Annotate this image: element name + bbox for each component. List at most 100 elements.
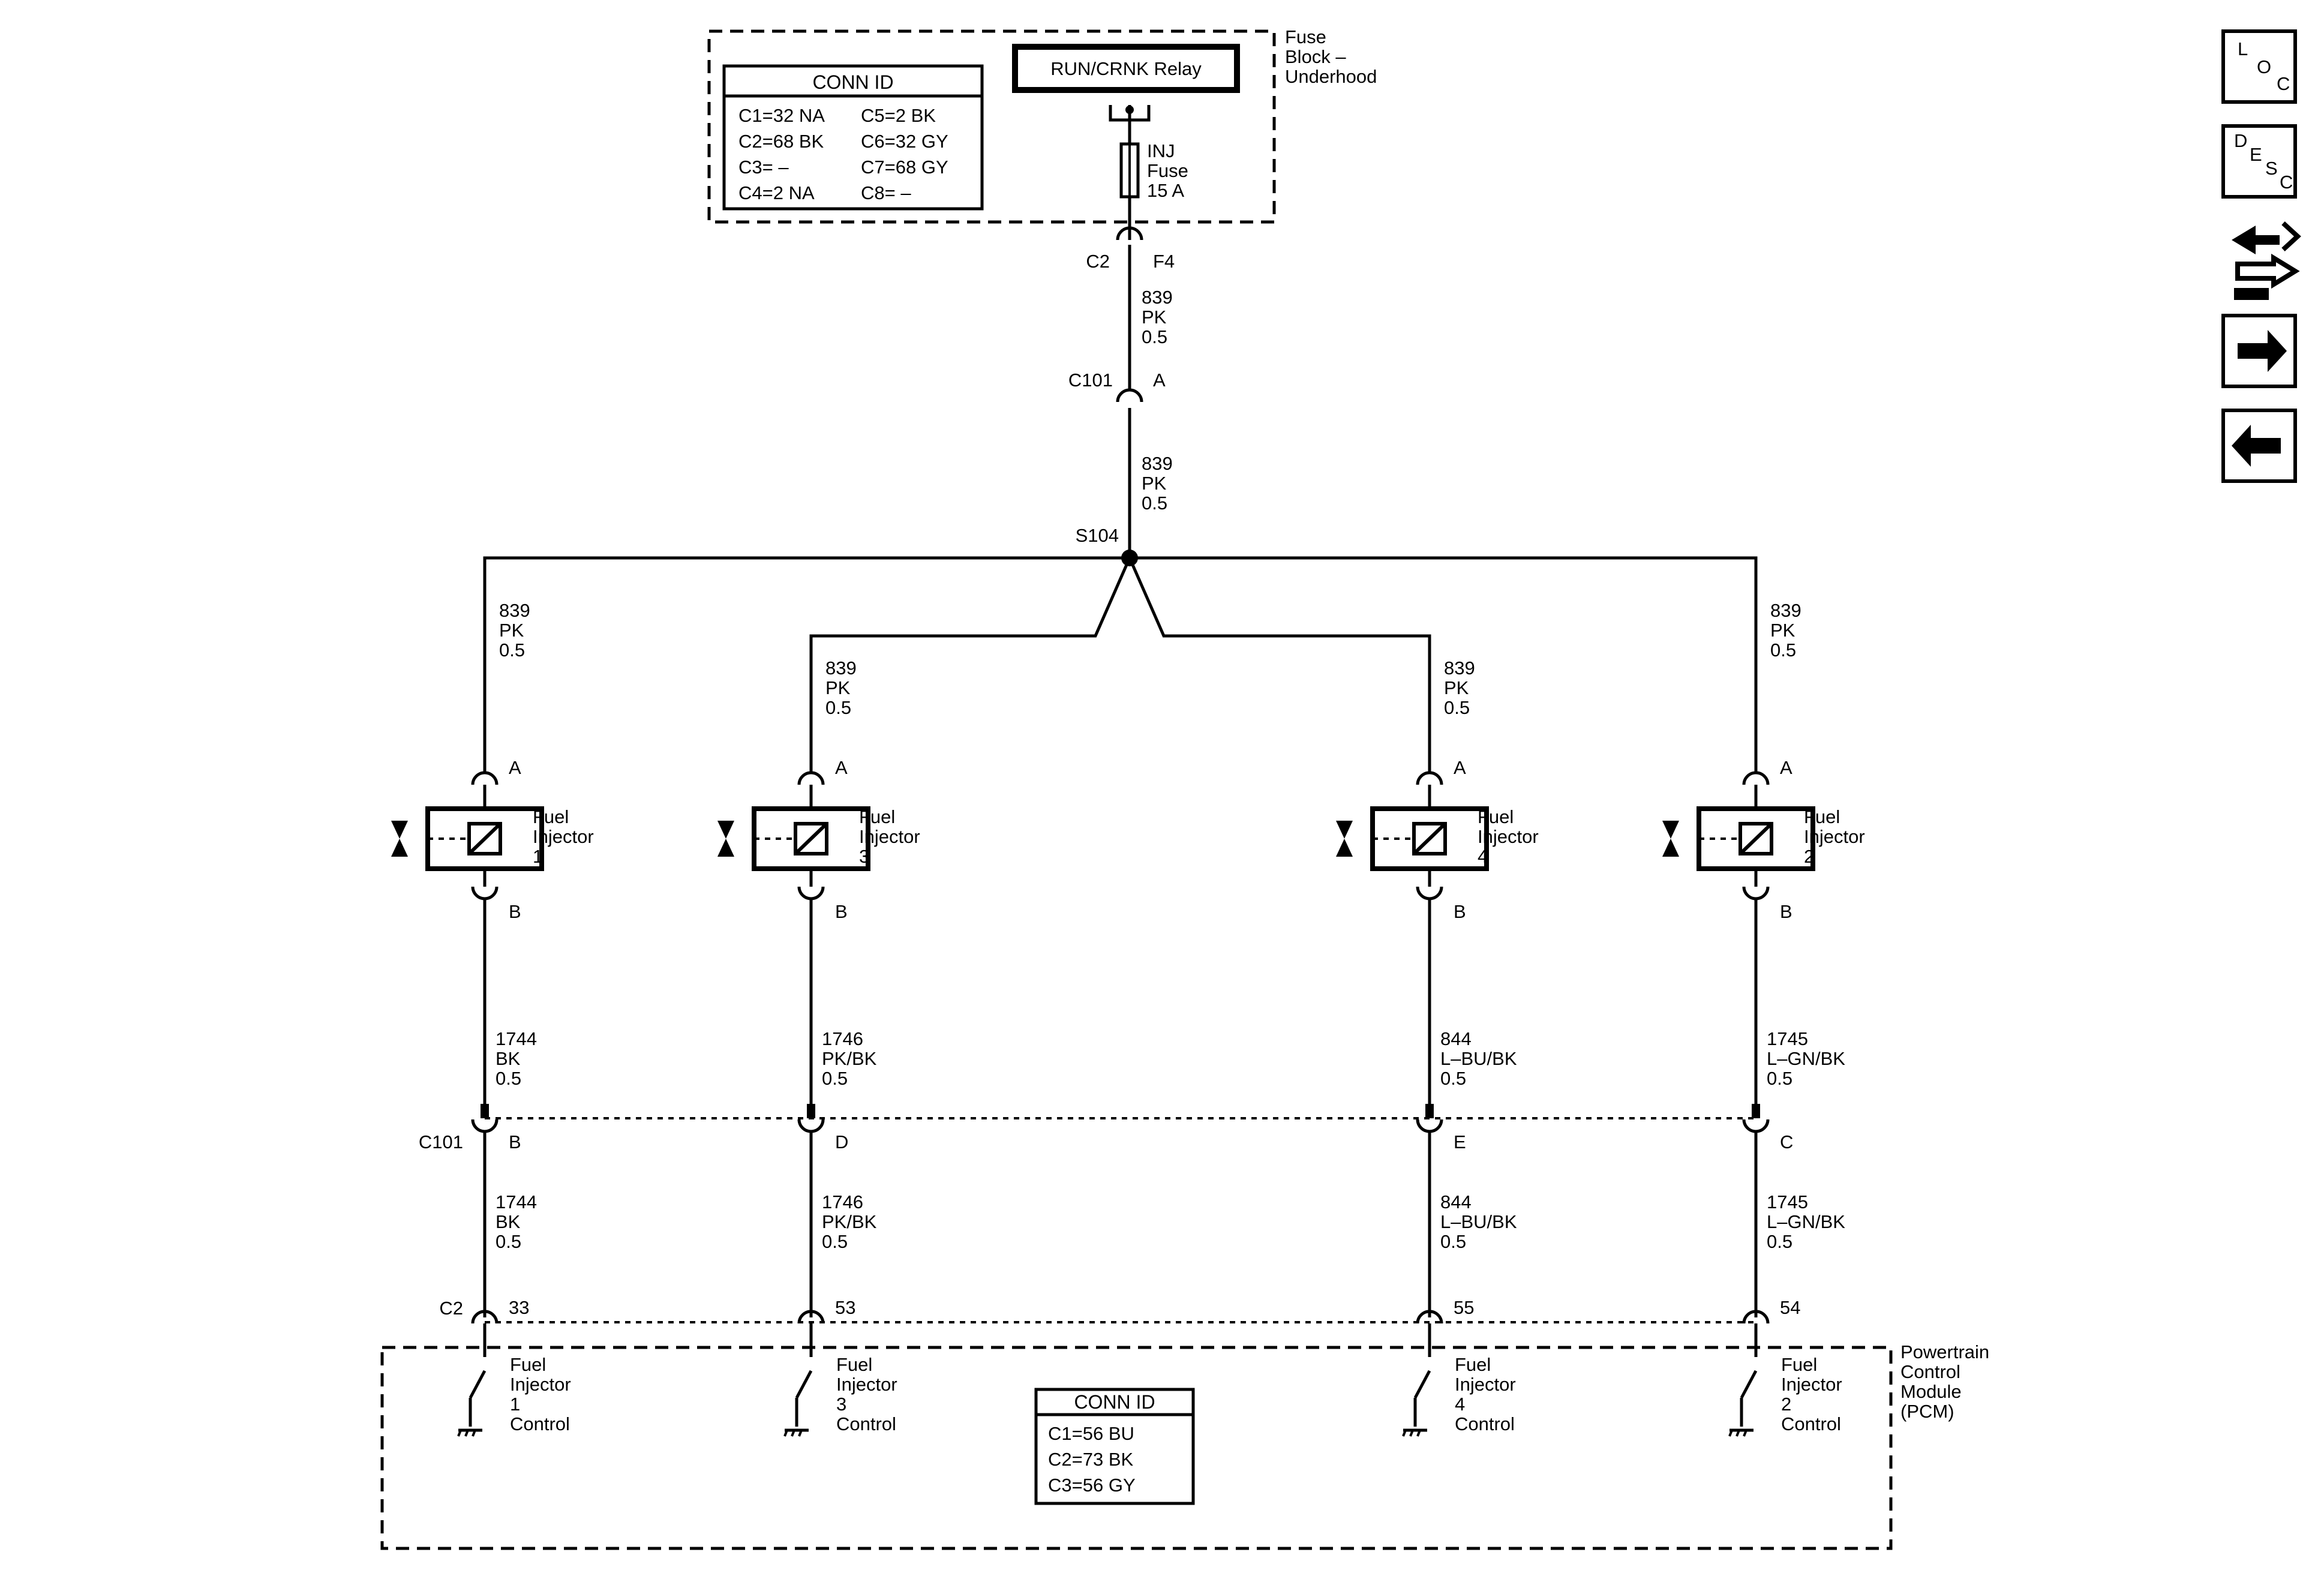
main-wire-2-gauge: 0.5 (1142, 493, 1167, 514)
pcm-pin-label-1: 33 (509, 1297, 529, 1318)
ground-icon-4 (1728, 1428, 1753, 1437)
c101-bottom-label: C101 (419, 1131, 463, 1152)
feed-wire-gauge-3: 0.5 (1444, 697, 1470, 718)
c101-pin-4 (1752, 1104, 1760, 1118)
injector-label-line-1-3: Fuel (1478, 806, 1514, 827)
feed-wire-color-1: PK (499, 620, 524, 641)
feed-wire-circuit-4: 839 (1770, 600, 1801, 621)
ctrl-wire-upper-color-1: BK (496, 1048, 521, 1069)
injector-pin-a-connector-2 (797, 771, 825, 785)
pcm-switch-3 (1413, 1370, 1431, 1399)
feed-wire-circuit-2: 839 (825, 658, 857, 679)
feed-wire-color-4: PK (1770, 620, 1795, 641)
pcm-switch-4 (1740, 1370, 1758, 1399)
ctrl-wire-lower-gauge-3: 0.5 (1440, 1231, 1466, 1252)
arrow-right-icon[interactable] (2221, 314, 2297, 388)
injector-pin-a-connector-1 (471, 771, 499, 785)
feed-wire-circuit-1: 839 (499, 600, 530, 621)
feed-wire-color-2: PK (825, 677, 851, 698)
pcm-pin-label-4: 54 (1780, 1297, 1800, 1318)
injector-label-line-2-1: Injector (533, 826, 594, 847)
ctrl-wire-lower-circuit-2: 1746 (822, 1191, 863, 1212)
loc-letter-c: C (2277, 73, 2290, 94)
injector-column-3: 839PK0.5AFuelInjector4B844L–BU/BK0.5E844… (1336, 658, 1539, 1437)
conn-id-c3: C3= – (738, 157, 789, 178)
loc-letter-o: O (2257, 56, 2271, 77)
desc-letter-c: C (2280, 172, 2293, 193)
pcm-switch-1 (469, 1370, 487, 1399)
ctrl-wire-lower-gauge-4: 0.5 (1767, 1231, 1792, 1252)
injector-label-line-1-4: Fuel (1804, 806, 1840, 827)
injector-label-line-1-1: Fuel (533, 806, 569, 827)
c2-label: C2 (1086, 251, 1110, 272)
nav-desc-button[interactable]: D E S C (2221, 124, 2297, 199)
c101-pin-1 (481, 1104, 489, 1118)
pcm-ctrl-label-line-4-1: Control (510, 1413, 570, 1434)
arrow-left-icon[interactable] (2221, 409, 2297, 483)
fuse-label-line-2: Fuse (1147, 160, 1188, 181)
feed-wire-circuit-3: 839 (1444, 658, 1475, 679)
fuse-block-label-line-1: Fuse (1285, 26, 1326, 47)
injector-pin-b-connector-4 (1742, 886, 1770, 900)
conn-id-c1: C1=32 NA (738, 105, 825, 126)
pcm-conn-id-c2: C2=73 BK (1048, 1449, 1134, 1470)
relay-label: RUN/CRNK Relay (1050, 58, 1202, 79)
loc-letter-l: L (2238, 38, 2248, 59)
ctrl-wire-lower-circuit-3: 844 (1440, 1191, 1472, 1212)
schematic-swap-icon[interactable] (2232, 221, 2301, 300)
feed-wire-color-3: PK (1444, 677, 1469, 698)
fuse-label-line-1: INJ (1147, 140, 1175, 161)
pcm-ctrl-label-line-2-2: Injector (836, 1374, 897, 1395)
injector-pin-b-connector-3 (1416, 886, 1443, 900)
c101-pin-label-4: C (1780, 1131, 1793, 1152)
ctrl-wire-lower-color-3: L–BU/BK (1440, 1211, 1517, 1232)
pcm-ctrl-label-line-1-3: Fuel (1455, 1354, 1491, 1375)
ctrl-wire-upper-color-3: L–BU/BK (1440, 1048, 1517, 1069)
fuel-injector-3 (1370, 806, 1489, 871)
ctrl-wire-upper-color-4: L–GN/BK (1767, 1048, 1845, 1069)
fuse-block-label-line-3: Underhood (1285, 66, 1377, 87)
main-wire-label-1: 839 PK 0.5 (1142, 287, 1173, 347)
ctrl-wire-lower-circuit-1: 1744 (496, 1191, 537, 1212)
pcm-ctrl-label-line-3-3: 4 (1455, 1394, 1465, 1415)
conn-id-c8: C8= – (861, 182, 911, 203)
injector-pin-a-connector-4 (1742, 771, 1770, 785)
splice-s104: S104 (1076, 525, 1138, 566)
desc-letter-s: S (2265, 158, 2278, 179)
injector-columns: 839PK0.5AFuelInjector1B1744BK0.5B1744BK0… (391, 600, 1865, 1437)
ctrl-wire-upper-gauge-1: 0.5 (496, 1068, 521, 1089)
feed-wire-gauge-4: 0.5 (1770, 640, 1796, 661)
injector-column-1: 839PK0.5AFuelInjector1B1744BK0.5B1744BK0… (391, 600, 594, 1437)
ctrl-wire-upper-color-2: PK/BK (822, 1048, 877, 1069)
ground-icon-3 (1402, 1428, 1427, 1437)
fuse-label-line-3: 15 A (1147, 180, 1184, 201)
pcm-ctrl-label-line-1-4: Fuel (1781, 1354, 1817, 1375)
injector-pin-a-connector-3 (1416, 771, 1443, 785)
fuse-block-label-line-2: Block – (1285, 46, 1346, 67)
ctrl-wire-lower-color-4: L–GN/BK (1767, 1211, 1845, 1232)
injector-pin-a-label-2: A (835, 757, 848, 778)
injector-column-2: 839PK0.5AFuelInjector3B1746PK/BK0.5D1746… (717, 658, 920, 1437)
ctrl-wire-lower-color-1: BK (496, 1211, 521, 1232)
ctrl-wire-lower-gauge-1: 0.5 (496, 1231, 521, 1252)
c101-pin-label-1: B (509, 1131, 521, 1152)
main-wire-label-2: 839 PK 0.5 (1142, 453, 1173, 514)
injector-pin-a-label-4: A (1780, 757, 1792, 778)
injector-pin-b-label-3: B (1454, 901, 1466, 922)
valve-icon-4 (1662, 821, 1679, 857)
pcm-ctrl-label-line-1-1: Fuel (510, 1354, 546, 1375)
injector-pin-a-label-1: A (509, 757, 521, 778)
nav-loc-button[interactable]: L O C (2221, 29, 2297, 104)
injector-column-4: 839PK0.5AFuelInjector2B1745L–GN/BK0.5C17… (1662, 600, 1865, 1437)
pcm-ctrl-label-line-4-3: Control (1455, 1413, 1515, 1434)
conn-id-title: CONN ID (812, 71, 893, 93)
injector-pin-a-label-3: A (1454, 757, 1466, 778)
connector-c101-a: C101 A (1068, 370, 1166, 403)
valve-icon-3 (1336, 821, 1353, 857)
pcm-switch-2 (795, 1370, 813, 1399)
c101-top-label: C101 (1068, 370, 1113, 391)
desc-letter-d: D (2234, 130, 2247, 151)
pcm-conn-id-title: CONN ID (1074, 1391, 1155, 1413)
main-wire-2-color: PK (1142, 473, 1167, 494)
